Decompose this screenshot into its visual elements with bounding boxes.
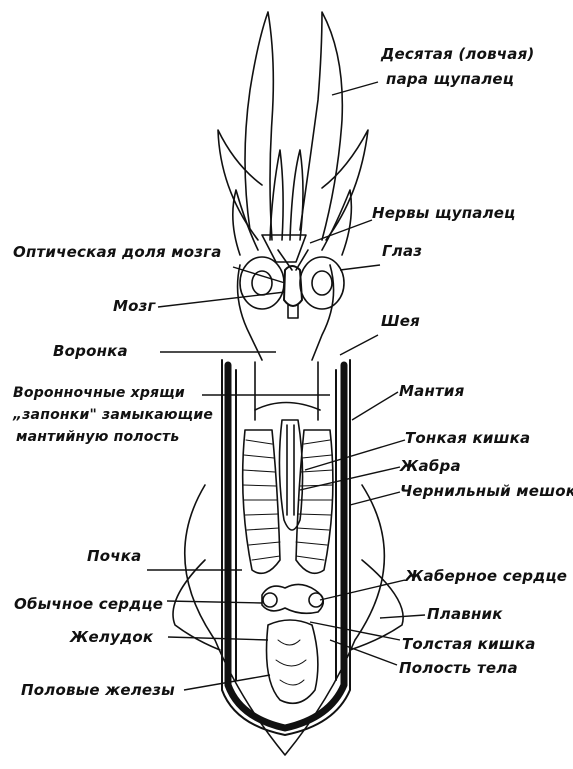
label-tentacle-pair-1: Десятая (ловчая) bbox=[381, 46, 534, 63]
label-tentacle-nerves: Нервы щупалец bbox=[372, 205, 515, 222]
label-optic-lobe: Оптическая доля мозга bbox=[13, 244, 222, 261]
tentacle-left bbox=[245, 12, 273, 240]
stomach bbox=[267, 620, 318, 703]
label-neck: Шея bbox=[381, 313, 420, 330]
label-small-intestine: Тонкая кишка bbox=[405, 430, 530, 447]
gill-left bbox=[243, 430, 280, 573]
label-funnel-cartilage-1: Воронночные хрящи bbox=[13, 385, 185, 402]
label-fin: Плавник bbox=[427, 606, 503, 623]
label-ink-sac: Чернильный мешок bbox=[400, 483, 573, 500]
label-large-intestine: Толстая кишка bbox=[402, 636, 536, 653]
label-kidney: Почка bbox=[87, 548, 141, 565]
mantle-outline bbox=[222, 360, 350, 735]
ink-sac bbox=[279, 420, 302, 530]
label-gill: Жабра bbox=[400, 458, 461, 475]
label-funnel-cartilage-3: мантийную полость bbox=[16, 429, 179, 446]
left-eye bbox=[240, 257, 284, 309]
tentacle-right bbox=[300, 12, 342, 240]
label-gonads: Половые железы bbox=[21, 682, 175, 699]
label-funnel: Воронка bbox=[53, 343, 128, 360]
label-systemic-heart: Обычное сердце bbox=[14, 596, 163, 613]
brain bbox=[284, 266, 302, 306]
label-branchial-heart: Жаберное сердце bbox=[405, 568, 567, 585]
label-brain: Мозг bbox=[113, 298, 156, 315]
label-funnel-cartilage-2: „запонки" замыкающие bbox=[13, 407, 213, 424]
label-eye: Глаз bbox=[382, 243, 422, 260]
label-tentacle-pair-2: пара щупалец bbox=[386, 71, 514, 88]
label-body-cavity: Полость тела bbox=[399, 660, 518, 677]
heart-area bbox=[262, 584, 323, 613]
label-stomach: Желудок bbox=[70, 629, 153, 646]
label-mantle: Мантия bbox=[399, 383, 464, 400]
right-eye bbox=[300, 257, 344, 309]
